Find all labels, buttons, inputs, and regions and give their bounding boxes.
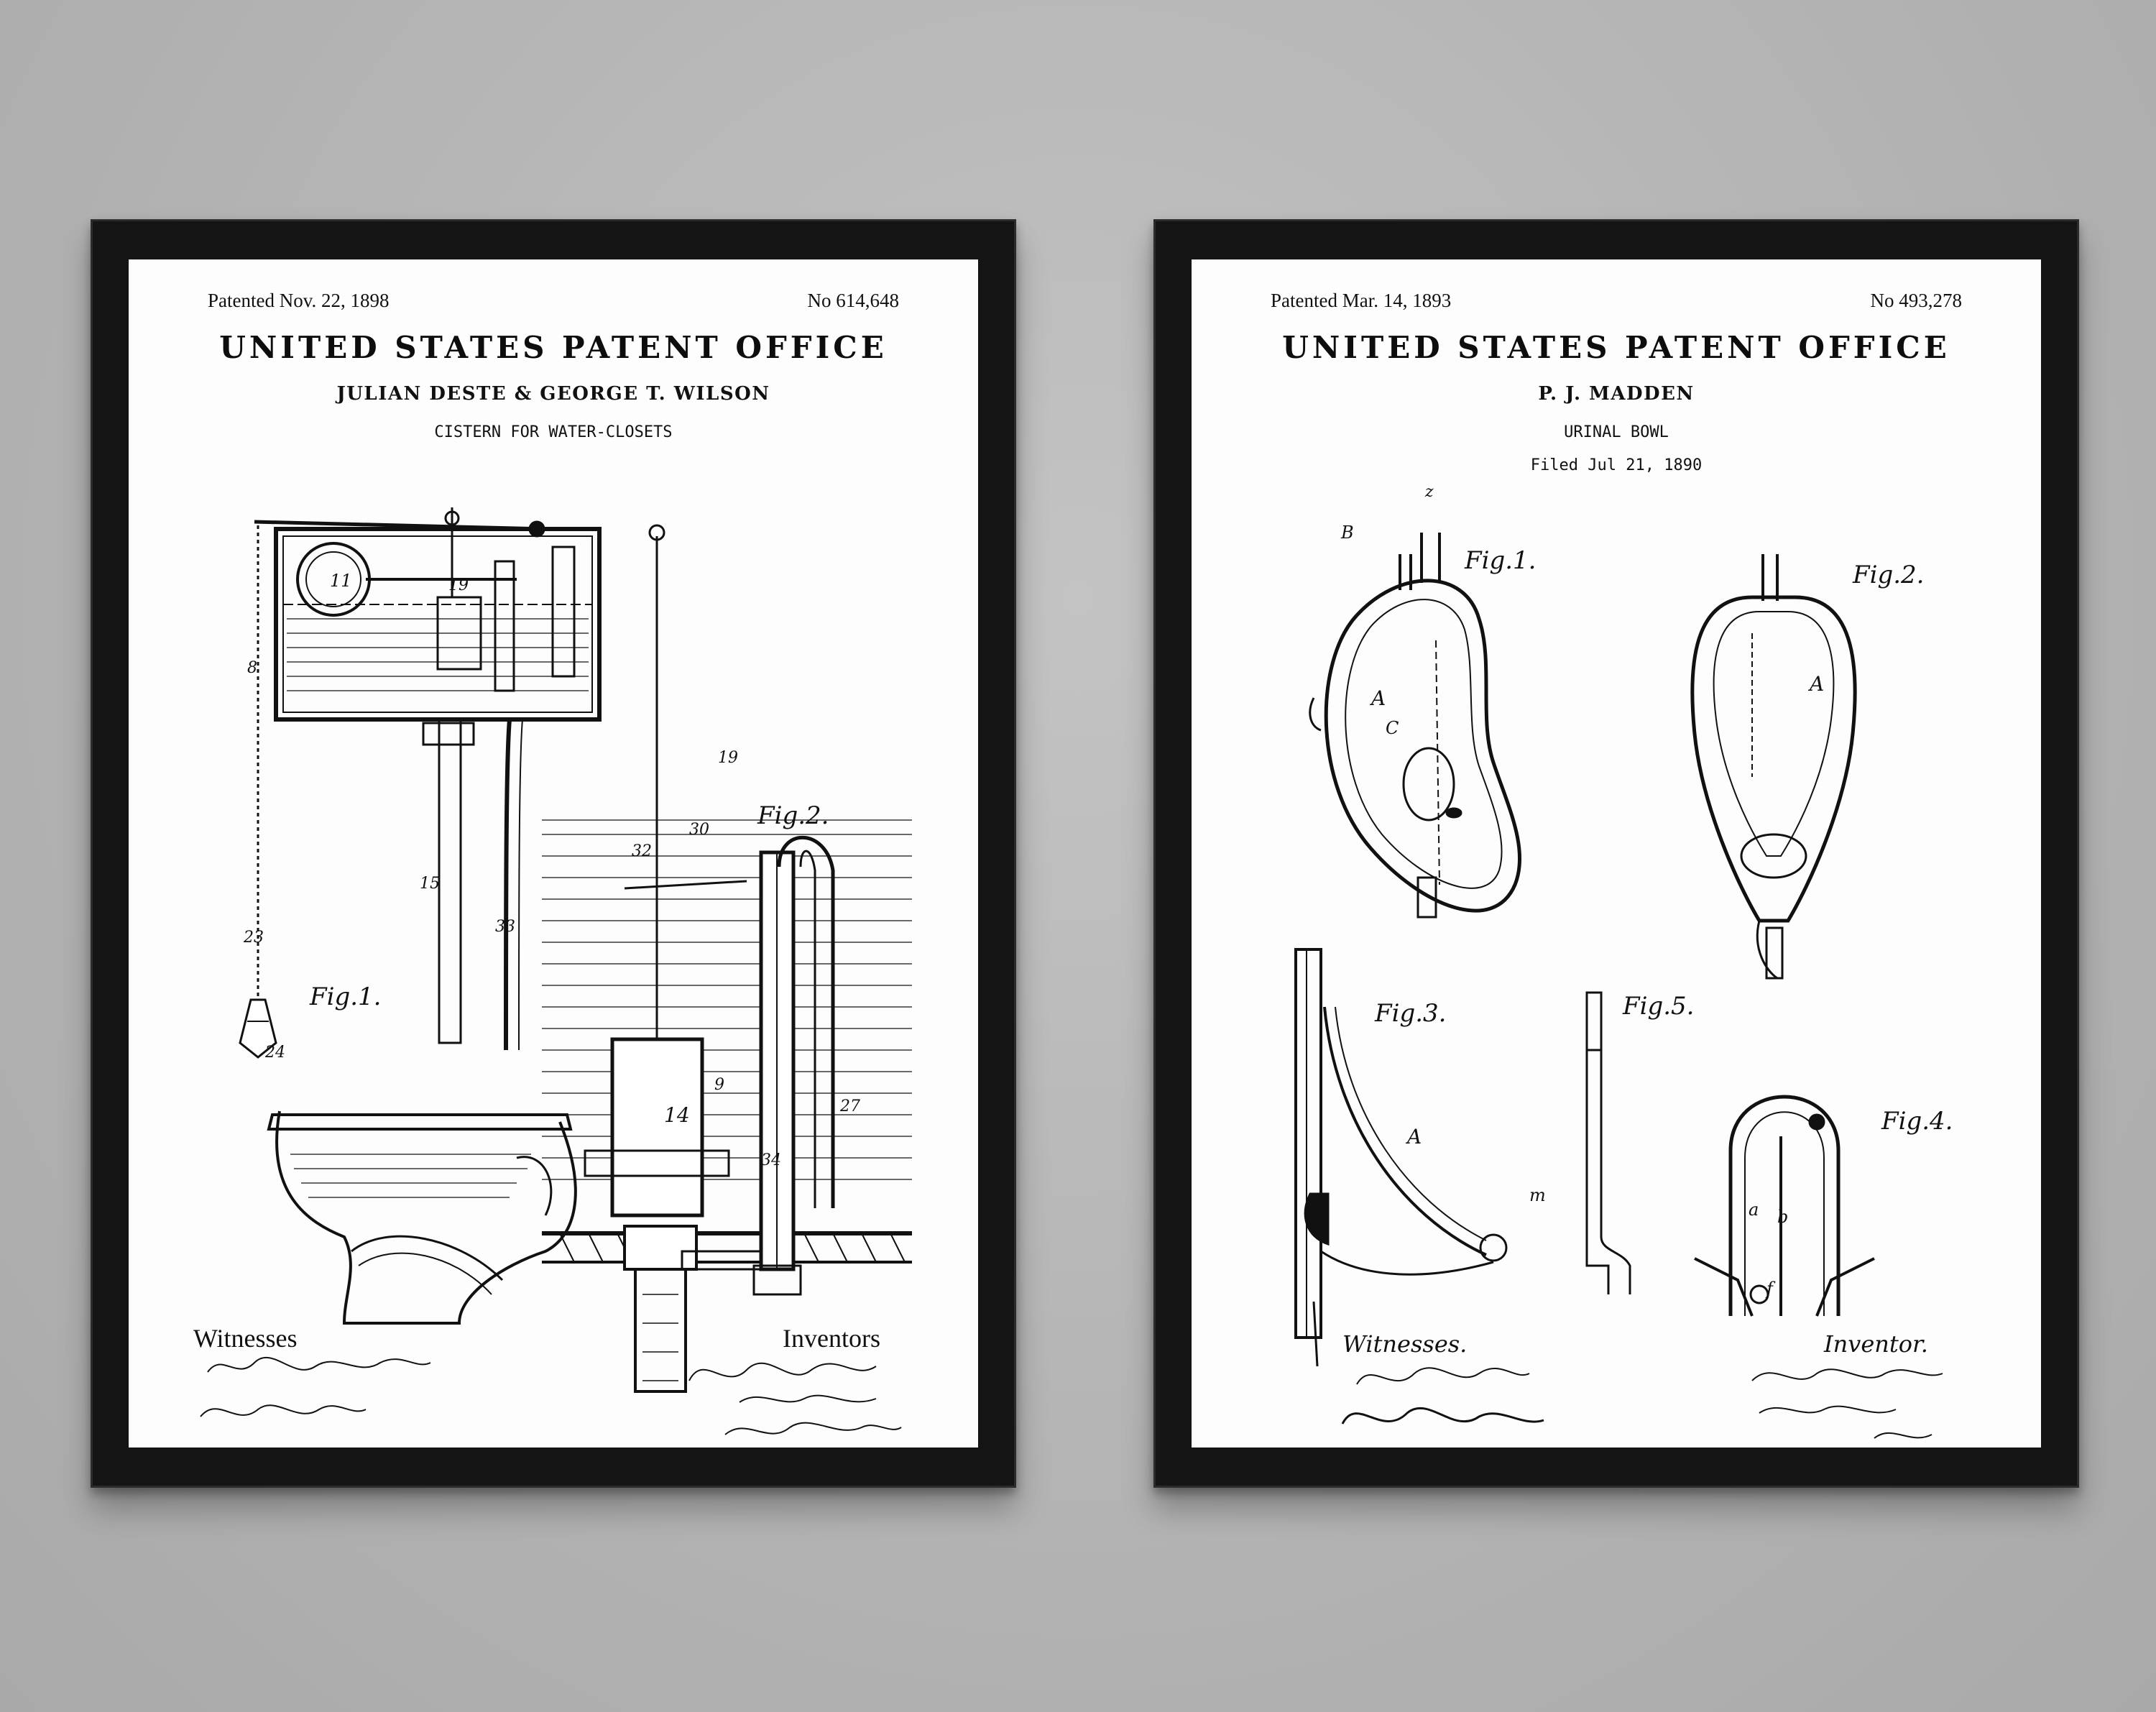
svg-text:32: 32 [632,842,652,860]
left-office-title: UNITED STATES PATENT OFFICE [219,330,888,365]
fig2-label: Fig.2. [1852,561,1924,589]
svg-text:33: 33 [495,918,515,936]
left-poster-frame: Patented Nov. 22, 1898 No 614,648 UNITED… [91,219,1016,1488]
svg-text:27: 27 [839,1097,860,1115]
right-inventor: P. J. MADDEN [1538,383,1695,405]
toilet-bowl [267,1110,577,1325]
cistern-tank [254,507,602,722]
urinal-drawing: Fig.1. Fig.2. Fig.3. Fig.4. Fig.5. A A A… [1294,483,1953,1367]
svg-text:A: A [1807,672,1824,696]
fig5-section [1585,991,1631,1294]
svg-text:a: a [1749,1200,1759,1220]
svg-text:m: m [1529,1185,1546,1205]
svg-text:19: 19 [718,749,738,767]
fig2-cistern [542,524,912,1393]
fig1-label: Fig.1. [1464,546,1536,575]
svg-text:15: 15 [420,875,440,893]
left-witnesses-label: Witnesses [193,1324,298,1353]
right-subject: URINAL BOWL [1564,423,1669,441]
right-poster-frame: Patented Mar. 14, 1893 No 493,278 UNITED… [1153,219,2079,1488]
left-poster-paper: Patented Nov. 22, 1898 No 614,648 UNITED… [129,259,978,1448]
right-signatures [1341,1367,1943,1439]
right-patent-number: No 493,278 [1870,290,1963,311]
svg-text:8: 8 [247,659,257,677]
right-office-title: UNITED STATES PATENT OFFICE [1282,330,1950,365]
svg-text:19: 19 [448,576,469,594]
right-poster-paper: Patented Mar. 14, 1893 No 493,278 UNITED… [1192,259,2041,1448]
fig1-urinal [1309,533,1522,919]
svg-text:C: C [1386,718,1399,738]
fig3-section [1294,948,1508,1367]
left-signatures [200,1357,902,1435]
svg-text:14: 14 [664,1103,690,1127]
right-filed-date: Filed Jul 21, 1890 [1530,456,1703,474]
svg-text:z: z [1424,483,1434,501]
fig5-label: Fig.5. [1622,992,1694,1021]
fig4-label: Fig.4. [1881,1107,1953,1136]
right-patented-date: Patented Mar. 14, 1893 [1271,290,1452,311]
left-inventors: JULIAN DESTE & GEORGE T. WILSON [336,383,770,405]
svg-text:23: 23 [243,929,264,947]
fig2-urinal [1690,554,1857,980]
left-inventors-label: Inventors [783,1324,880,1353]
fig3-label: Fig.3. [1374,999,1446,1028]
right-witnesses-label: Witnesses. [1342,1330,1468,1358]
fig1-label: Fig.1. [309,982,381,1011]
svg-text:A: A [1405,1125,1422,1149]
right-inventor-label: Inventor. [1824,1330,1928,1358]
svg-text:A: A [1369,686,1386,710]
left-patent-number: No 614,648 [807,290,900,311]
flush-pipes [422,718,523,1051]
svg-text:b: b [1777,1207,1788,1227]
svg-text:30: 30 [689,821,709,839]
svg-text:24: 24 [264,1044,285,1062]
svg-text:B: B [1340,523,1354,543]
cistern-drawing: Fig.1. Fig.2. 15 19 11 8 23 24 33 9 14 3… [239,507,912,1393]
fig2-label: Fig.2. [757,801,829,830]
left-patented-date: Patented Nov. 22, 1898 [208,290,390,311]
svg-text:34: 34 [761,1151,781,1169]
pull-chain [239,525,277,1059]
fig4-section [1694,1095,1875,1317]
svg-text:11: 11 [330,571,352,591]
svg-text:9: 9 [714,1076,724,1094]
left-subject: CISTERN FOR WATER-CLOSETS [434,423,673,441]
